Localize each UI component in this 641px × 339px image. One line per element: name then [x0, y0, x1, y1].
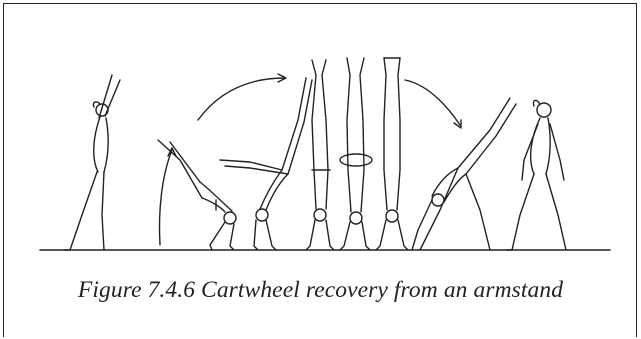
- gymnast-figure-8: [506, 100, 566, 250]
- motion-arrow-left: [160, 150, 173, 245]
- motion-arrow-top-right: [405, 80, 460, 125]
- gymnast-figure-7: [412, 98, 516, 250]
- gymnast-figure-1: [64, 75, 120, 250]
- figure-caption: Figure 7.4.6 Cartwheel recovery from an …: [0, 277, 641, 304]
- gymnast-figure-5: [340, 58, 372, 250]
- motion-arrow-top-left: [198, 78, 285, 120]
- gymnast-figure-6: [376, 58, 408, 250]
- cartwheel-illustration: [20, 50, 620, 260]
